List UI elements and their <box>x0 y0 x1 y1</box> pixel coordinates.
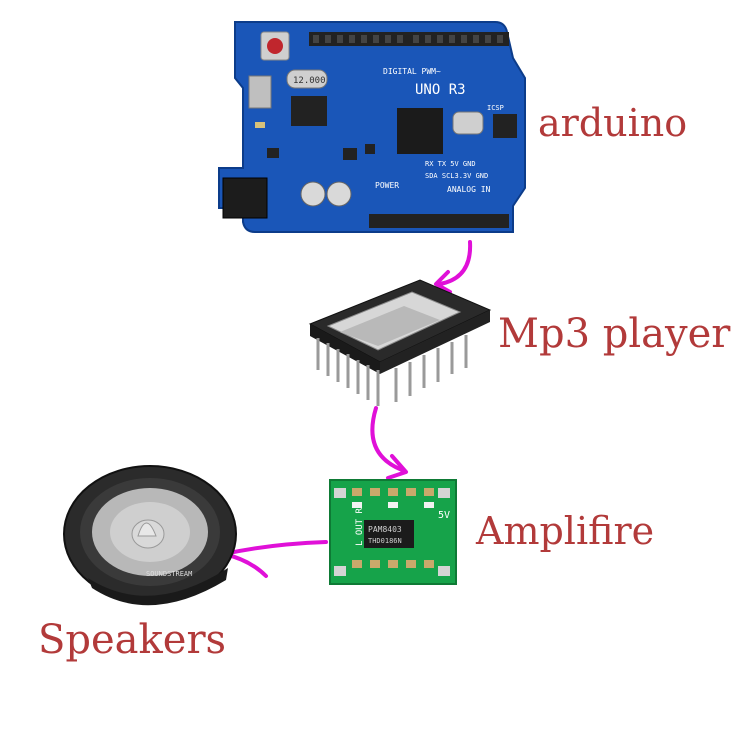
arduino-model-label: UNO R3 <box>415 82 466 98</box>
svg-text:ICSP: ICSP <box>487 104 504 112</box>
speaker-brand-label: SOUNDSTREAM <box>146 570 192 578</box>
mp3-player-label: Mp3 player <box>498 311 731 357</box>
amplifier-board: PAM8403 THD0186N L OUT R 5V <box>329 479 457 585</box>
arrow-arduino-to-mp3 <box>434 240 473 294</box>
speaker: SOUNDSTREAM <box>63 465 237 606</box>
svg-text:DIGITAL PWM~: DIGITAL PWM~ <box>383 67 441 76</box>
speakers-label: Speakers <box>38 617 227 663</box>
amp-chip-label: PAM8403 <box>368 525 402 534</box>
svg-text:THD0186N: THD0186N <box>368 537 402 545</box>
svg-text:L OUT R: L OUT R <box>355 507 365 546</box>
svg-text:ANALOG IN: ANALOG IN <box>447 185 491 194</box>
arduino-label: arduino <box>538 101 688 145</box>
svg-text:5V: 5V <box>438 510 450 521</box>
svg-text:POWER: POWER <box>375 181 399 190</box>
mp3-player-module <box>308 279 492 406</box>
arduino-board: 12.000 ICSP UNO R3 DIGITAL PWM~ RX TX 5V… <box>218 21 526 233</box>
arrow-mp3-to-amp <box>370 406 408 480</box>
svg-text:SDA SCL3.3V GND: SDA SCL3.3V GND <box>425 172 488 180</box>
arduino-crystal-label: 12.000 <box>293 76 326 86</box>
svg-text:RX TX 5V GND: RX TX 5V GND <box>425 160 476 168</box>
amplifier-label: Amplifire <box>476 509 655 553</box>
